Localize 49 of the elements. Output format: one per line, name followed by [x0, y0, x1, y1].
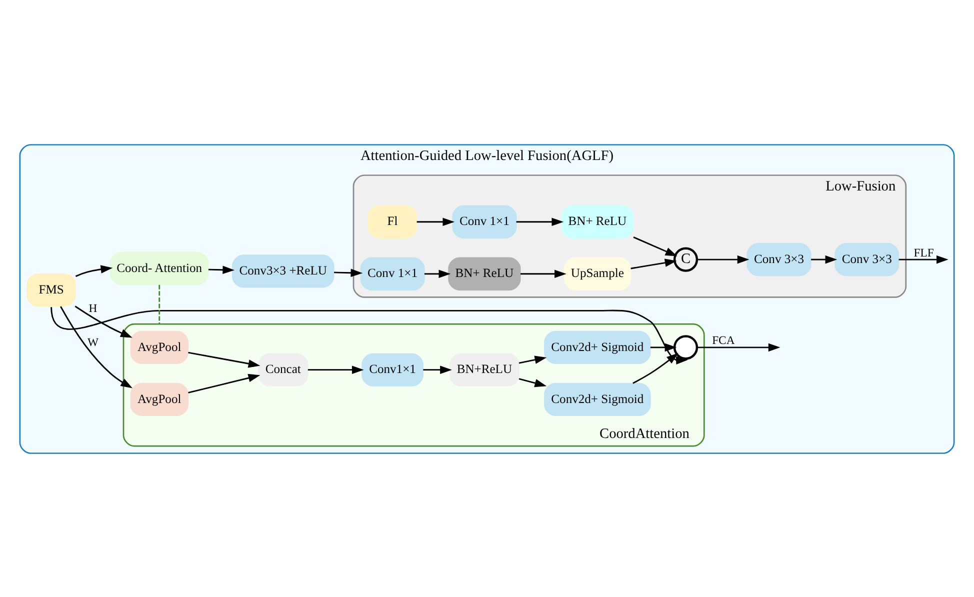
arrow	[60, 306, 133, 388]
edge-label: W	[88, 335, 99, 348]
arrow	[650, 342, 677, 352]
node-box: BN+ ReLU	[561, 204, 634, 238]
node-box: Conv 3×3	[834, 242, 900, 276]
node-box: AvgPool	[130, 382, 189, 416]
arrow	[188, 373, 260, 393]
arrow	[74, 305, 132, 338]
node-box: Conv1×1	[362, 352, 424, 386]
node-circle	[673, 334, 698, 360]
arrow	[416, 217, 455, 226]
arrow	[75, 264, 113, 276]
arrow	[423, 365, 452, 374]
node-box: Coord- Attention	[110, 251, 209, 285]
node-box: UpSample	[564, 256, 632, 290]
edge-label: H	[88, 301, 98, 314]
arrow	[334, 268, 363, 277]
node-box: AvgPool	[130, 330, 189, 364]
arrow	[188, 351, 260, 368]
arrow	[898, 254, 948, 264]
edge-label: FLF	[914, 246, 934, 259]
node-box: FMS	[26, 272, 76, 306]
node-box: Conv2d+ Sigmoid	[544, 330, 651, 364]
edge-label: FCA	[712, 334, 735, 347]
arrow	[516, 217, 564, 226]
arrow	[697, 254, 750, 264]
arrow	[632, 352, 678, 384]
node-box: Conv 1×1	[452, 204, 517, 238]
node-box: Concat	[258, 352, 308, 386]
arrow	[518, 378, 547, 387]
node-circle: C	[673, 246, 698, 272]
arrow	[630, 258, 677, 269]
node-box: Conv2d+ Sigmoid	[544, 382, 651, 416]
arrow	[811, 254, 838, 264]
arrow	[208, 265, 235, 274]
node-box: Fl	[368, 204, 418, 238]
node-box: BN+ReLU	[449, 352, 520, 386]
arrow	[633, 236, 678, 256]
arrow	[308, 365, 364, 374]
arrow	[50, 306, 688, 364]
node-box: Conv 1×1	[360, 256, 425, 290]
node-box: Conv3×3 +ReLU	[232, 254, 334, 288]
arrow	[697, 342, 780, 352]
connector	[158, 284, 160, 324]
arrow	[520, 269, 566, 278]
arrow	[424, 269, 451, 278]
node-box: Conv 3×3	[746, 242, 812, 276]
arrow	[518, 355, 547, 364]
node-box: BN+ ReLU	[448, 256, 521, 290]
